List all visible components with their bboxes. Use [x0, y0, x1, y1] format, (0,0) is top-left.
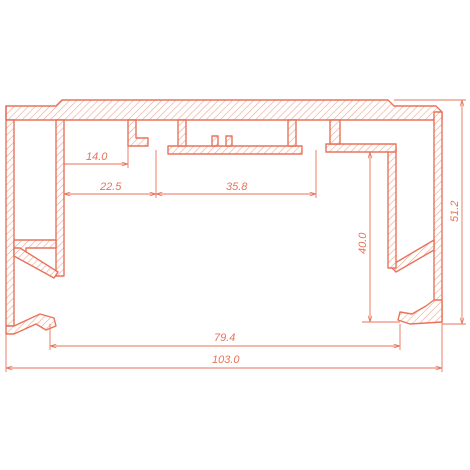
profile-right-inner-leg — [387, 147, 397, 269]
dim-label-79: 79.4 — [214, 332, 235, 344]
profile-right-clip — [397, 299, 443, 325]
profile-top-wall — [5, 99, 443, 121]
profile-left-inner-leg — [55, 119, 65, 277]
dim-label-14: 14.0 — [86, 151, 108, 163]
profile-right-wall — [433, 111, 443, 323]
profile-center-hook-left — [211, 135, 219, 147]
profile-right-wing — [389, 239, 435, 273]
dim-label-103: 103.0 — [212, 354, 240, 366]
profile-center-floor — [167, 145, 303, 155]
profile-center-right-tee — [287, 119, 297, 147]
profile-center-hook-right — [225, 135, 233, 147]
dim-label-51: 51.2 — [449, 201, 461, 222]
dim-label-35: 35.8 — [226, 181, 248, 193]
profile-left-clip — [5, 313, 57, 335]
profile-right-shelf — [325, 143, 397, 153]
profile-center-left-tee — [177, 119, 187, 147]
dim-label-40: 40.0 — [357, 232, 369, 254]
profile-left-wing — [13, 247, 59, 279]
profile-right-stem — [329, 119, 341, 145]
dimension-lines — [5, 99, 466, 372]
dim-label-22: 22.5 — [99, 181, 122, 193]
profile-left-wall — [5, 105, 15, 327]
profile-left-stem — [127, 119, 149, 147]
aluminium-profile — [5, 99, 443, 335]
